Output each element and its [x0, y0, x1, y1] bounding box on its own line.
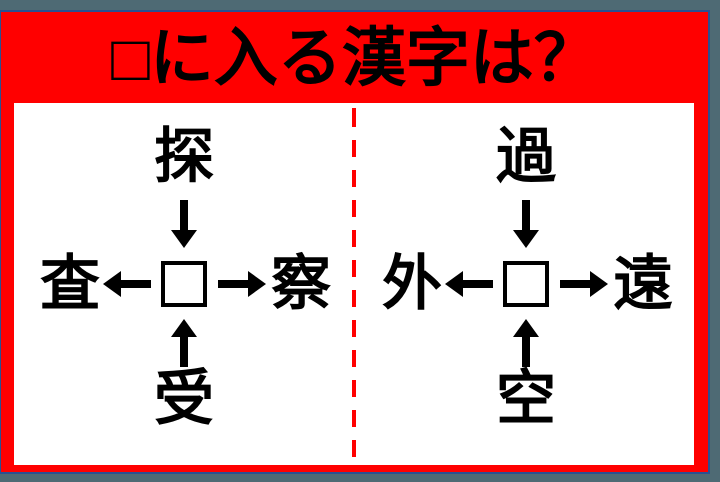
puzzle-panel-right: 過 外 遠 空: [356, 103, 694, 465]
kanji-left: 査: [40, 250, 100, 317]
kanji-top: 過: [496, 123, 556, 190]
page-title: □に入る漢字は？: [111, 21, 598, 94]
kanji-left: 外: [382, 250, 442, 317]
puzzle-card: □に入る漢字は？ 探 査 察 受: [0, 10, 710, 474]
arrow-up-icon: [171, 319, 197, 367]
arrow-left-icon: [103, 271, 151, 297]
kanji-right: 察: [271, 250, 331, 317]
arrow-right-icon: [560, 271, 608, 297]
arrow-down-icon: [171, 200, 197, 248]
title-bar: □に入る漢字は？: [1, 12, 708, 103]
dashed-divider: [352, 103, 356, 465]
puzzle-panel-left: 探 査 察 受: [14, 103, 352, 465]
kanji-right: 遠: [613, 250, 673, 317]
arrow-up-icon: [513, 319, 539, 367]
puzzle-panels: 探 査 察 受 過: [14, 103, 694, 465]
empty-answer-box: [161, 261, 207, 307]
arrow-down-icon: [513, 200, 539, 248]
kanji-top: 探: [154, 123, 214, 190]
arrow-left-icon: [445, 271, 493, 297]
kanji-bottom: 受: [154, 365, 214, 432]
arrow-right-icon: [218, 271, 266, 297]
kanji-bottom: 空: [496, 365, 556, 432]
empty-answer-box: [503, 261, 549, 307]
